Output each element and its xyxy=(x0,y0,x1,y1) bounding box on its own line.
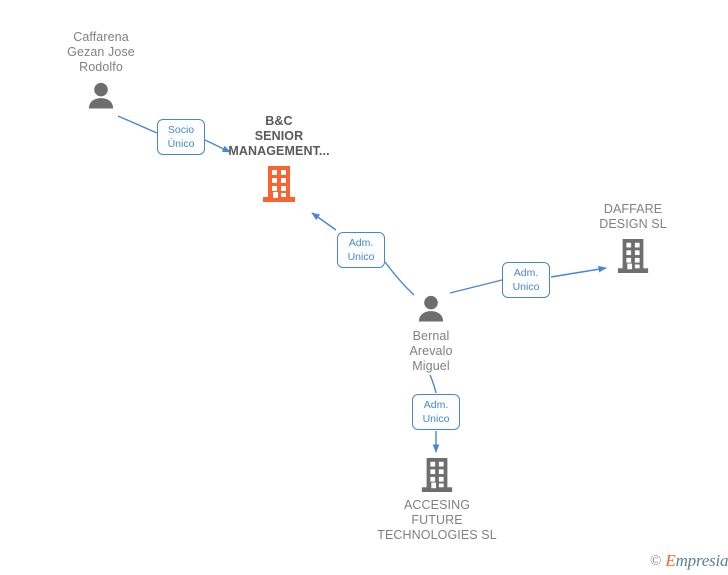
building-icon xyxy=(617,239,649,273)
building-icon xyxy=(421,458,453,492)
node-caffarena[interactable]: Caffarena Gezan Jose Rodolfo xyxy=(41,30,161,113)
node-byc-senior-management[interactable]: B&C SENIOR MANAGEMENT... xyxy=(204,114,354,204)
node-accesing-future-technologies[interactable]: ACCESING FUTURE TECHNOLOGIES SL xyxy=(347,456,527,543)
node-daffare-label: DAFFARE DESIGN SL xyxy=(599,202,667,231)
edge-label-socio-unico[interactable]: Socio Único xyxy=(157,119,205,155)
empresia-logo-text: Empresia xyxy=(665,551,728,571)
node-daffare-design[interactable]: DAFFARE DESIGN SL xyxy=(573,202,693,275)
building-icon xyxy=(263,166,295,202)
edge-label-adm-unico-daffare[interactable]: Adm. Unico xyxy=(502,262,550,298)
node-caffarena-label: Caffarena Gezan Jose Rodolfo xyxy=(67,30,135,74)
node-accesing-label: ACCESING FUTURE TECHNOLOGIES SL xyxy=(377,498,497,542)
edge-label-adm-unico-byc[interactable]: Adm. Unico xyxy=(337,232,385,268)
node-bernal-arevalo[interactable]: Bernal Arevalo Miguel xyxy=(371,292,491,374)
edge-label-adm-unico-accesing[interactable]: Adm. Unico xyxy=(412,394,460,430)
person-icon xyxy=(88,82,114,109)
node-byc-label: B&C SENIOR MANAGEMENT... xyxy=(228,114,330,158)
person-icon xyxy=(418,295,444,322)
empresia-logo-initial: E xyxy=(665,551,676,570)
edge-bernal-to-accesing xyxy=(429,374,440,453)
empresia-watermark: © Empresia xyxy=(650,551,728,571)
node-bernal-label: Bernal Arevalo Miguel xyxy=(409,329,453,373)
copyright-icon: © xyxy=(650,552,662,569)
edge-bernal-to-daffare xyxy=(449,265,607,294)
empresia-logo-tail: mpresia xyxy=(675,551,728,570)
edge-caffarena-to-byc xyxy=(117,115,231,153)
edge-bernal-to-byc xyxy=(311,212,415,296)
